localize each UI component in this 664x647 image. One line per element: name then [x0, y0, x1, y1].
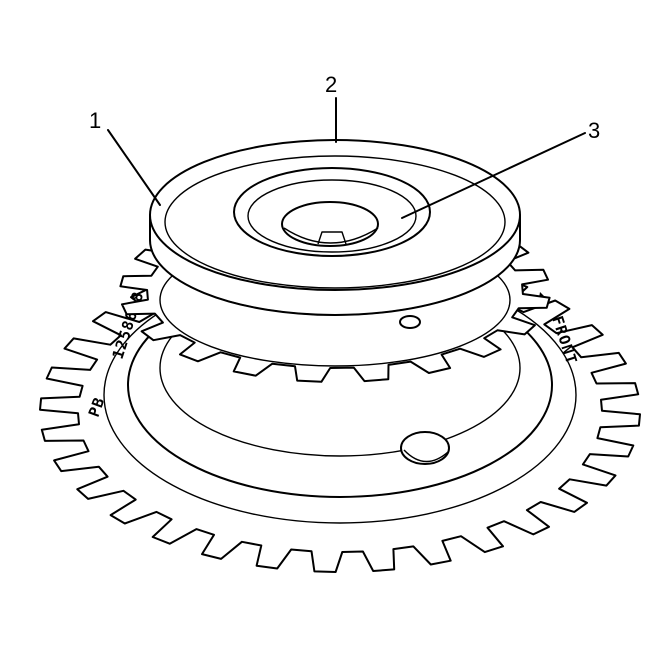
callout-1-label: 1 [89, 108, 101, 133]
center-bore [233, 167, 431, 257]
marking-pb-engraving: PB [85, 394, 109, 419]
dowel-pin-hole [399, 315, 421, 329]
callout-2-label: 2 [325, 72, 337, 97]
bore-chamfer-ring [247, 179, 417, 253]
keyway-slot [317, 231, 347, 245]
bore-inner-hole [281, 201, 379, 247]
bore-inner-depth [283, 227, 379, 244]
timing-hole-shadow [403, 449, 449, 463]
callout-1-leader [107, 129, 161, 206]
flange-step-ring [164, 155, 506, 289]
flange-lower-edge [149, 239, 521, 316]
callout-3-label: 3 [588, 118, 600, 143]
timing-hole [400, 431, 450, 465]
callout-3-leader [401, 132, 586, 219]
